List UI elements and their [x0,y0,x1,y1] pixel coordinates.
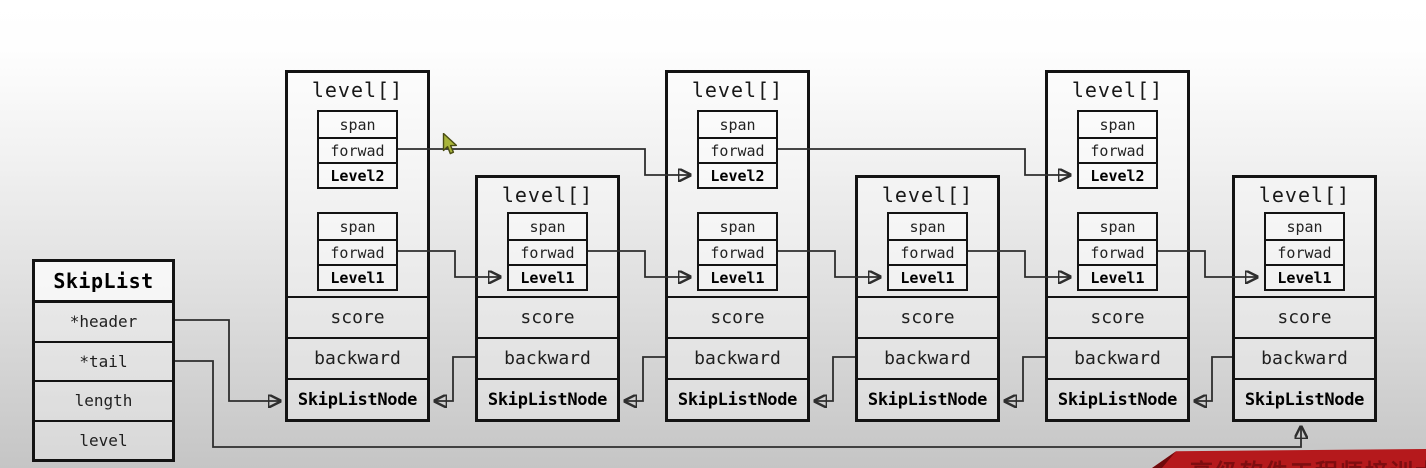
wire-header-pointer [175,319,281,401]
level-name-cell: Level1 [509,264,586,289]
score-cell: score [288,296,427,337]
node-type-label: SkipListNode [858,378,997,419]
node-type-label: SkipListNode [1235,378,1374,419]
forward-cell: forwad [319,239,396,264]
forward-cell: forwad [699,239,776,264]
skiplist-field-tail: *tail [35,343,172,382]
level-name-cell: Level2 [699,162,776,187]
watermark-text: 高级软件工程师培训大纲 [1190,453,1426,468]
skiplist-field-level: level [79,430,128,450]
mouse-cursor-icon [442,133,458,155]
wire-backward-n4-n3 [814,356,855,401]
node-type-label: SkipListNode [478,378,617,419]
watermark-ribbon: 高级软件工程师培训大纲 [1152,449,1426,468]
level-array-label: level[] [1071,78,1164,102]
span-cell: span [1099,217,1136,236]
wire-backward-n2-n1 [434,356,475,401]
skiplist-title: SkipList [35,262,172,303]
level-name-cell: Level1 [1079,264,1156,289]
level-name-cell: Level1 [319,264,396,289]
span-cell: span [909,217,946,236]
span-cell: span [719,217,756,236]
backward-cell: backward [1235,337,1374,378]
span-cell: span [1099,115,1136,134]
forward-cell: forwad [699,137,776,162]
backward-cell: backward [478,337,617,378]
wire-forward-level2-n3-n5 [778,148,1071,175]
backward-cell: backward [858,337,997,378]
score-cell: score [858,296,997,337]
score-cell: score [1048,296,1187,337]
skiplist-field-length: length [35,382,172,422]
forward-cell: forwad [319,137,396,162]
wire-backward-n3-n2 [624,356,665,401]
wire-backward-n6-n5 [1194,356,1232,401]
level-array-label: level[] [881,183,974,207]
backward-cell: backward [288,337,427,378]
level-array-label: level[] [1258,183,1351,207]
span-cell: span [719,115,756,134]
backward-cell: backward [1048,337,1187,378]
node-type-label: SkipListNode [288,378,427,419]
level-name-cell: Level1 [699,264,776,289]
skiplist-field-header: *header [35,303,172,343]
wire-backward-n5-n4 [1004,356,1045,401]
forward-cell: forwad [509,239,586,264]
node-type-label: SkipListNode [668,378,807,419]
forward-cell: forwad [889,239,966,264]
level-name-cell: Level2 [1079,162,1156,187]
level-array-label: level[] [311,78,404,102]
forward-cell: forwad [1266,239,1343,264]
span-cell: span [529,217,566,236]
level-array-label: level[] [691,78,784,102]
level-name-cell: Level1 [889,264,966,289]
node-type-label: SkipListNode [1048,378,1187,419]
score-cell: score [668,296,807,337]
level-array-label: level[] [501,183,594,207]
level-name-cell: Level2 [319,162,396,187]
score-cell: score [478,296,617,337]
span-cell: span [339,115,376,134]
backward-cell: backward [668,337,807,378]
forward-cell: forwad [1079,239,1156,264]
skiplist-struct-box: SkipList *header *tail length level [32,259,175,462]
score-cell: score [1235,296,1374,337]
level-name-cell: Level1 [1266,264,1343,289]
forward-cell: forwad [1079,137,1156,162]
span-cell: span [1286,217,1323,236]
span-cell: span [339,217,376,236]
